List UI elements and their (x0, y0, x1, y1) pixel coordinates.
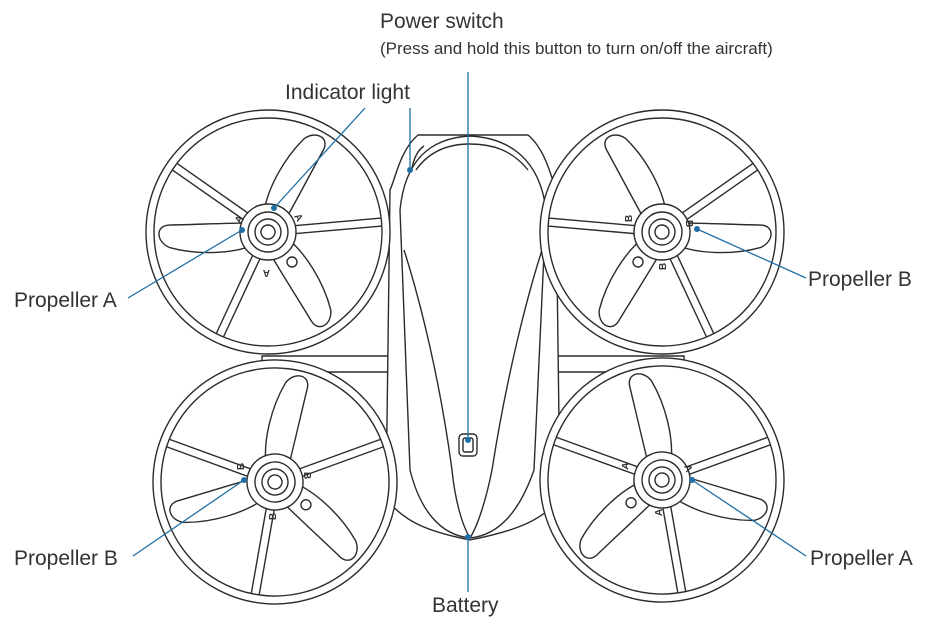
blade-letter-tr-2: B (683, 220, 694, 227)
blade-letter-br-3: A (654, 509, 665, 516)
power-switch-label: Power switch (380, 10, 504, 33)
propeller-b-label-right: Propeller B (808, 268, 912, 291)
propeller-unit-bottom-left (124, 331, 426, 627)
blade-letter-tl-2: A (291, 212, 304, 224)
blade-letter-bl-2: B (301, 472, 312, 479)
propeller-a-label-right: Propeller A (810, 547, 913, 570)
blade-letter-br-2: A (681, 463, 694, 474)
callout-labels: Power switch (Press and hold this button… (14, 10, 913, 617)
blade-letter-br-1: A (620, 461, 632, 470)
battery-label: Battery (432, 594, 499, 617)
blade-letter-tl-3: A (263, 267, 270, 278)
blade-letters: A A A B B B B B B A A A (233, 212, 694, 520)
blade-letter-bl-1: B (236, 463, 247, 470)
propeller-b-label-left: Propeller B (14, 547, 118, 570)
propeller-unit-top-right (539, 109, 785, 355)
aircraft-body (261, 134, 685, 541)
indicator-light-label: Indicator light (285, 81, 410, 104)
propeller-a-label-left: Propeller A (14, 289, 117, 312)
propeller-unit-top-left (145, 109, 391, 355)
blade-letter-tr-3: B (658, 263, 669, 270)
blade-letter-tl-1: A (233, 214, 246, 226)
blade-letter-bl-3: B (268, 513, 279, 520)
blade-letter-tr-1: B (624, 215, 635, 222)
leader-lines (127, 72, 807, 592)
power-switch-note: (Press and hold this button to turn on/o… (380, 39, 773, 58)
